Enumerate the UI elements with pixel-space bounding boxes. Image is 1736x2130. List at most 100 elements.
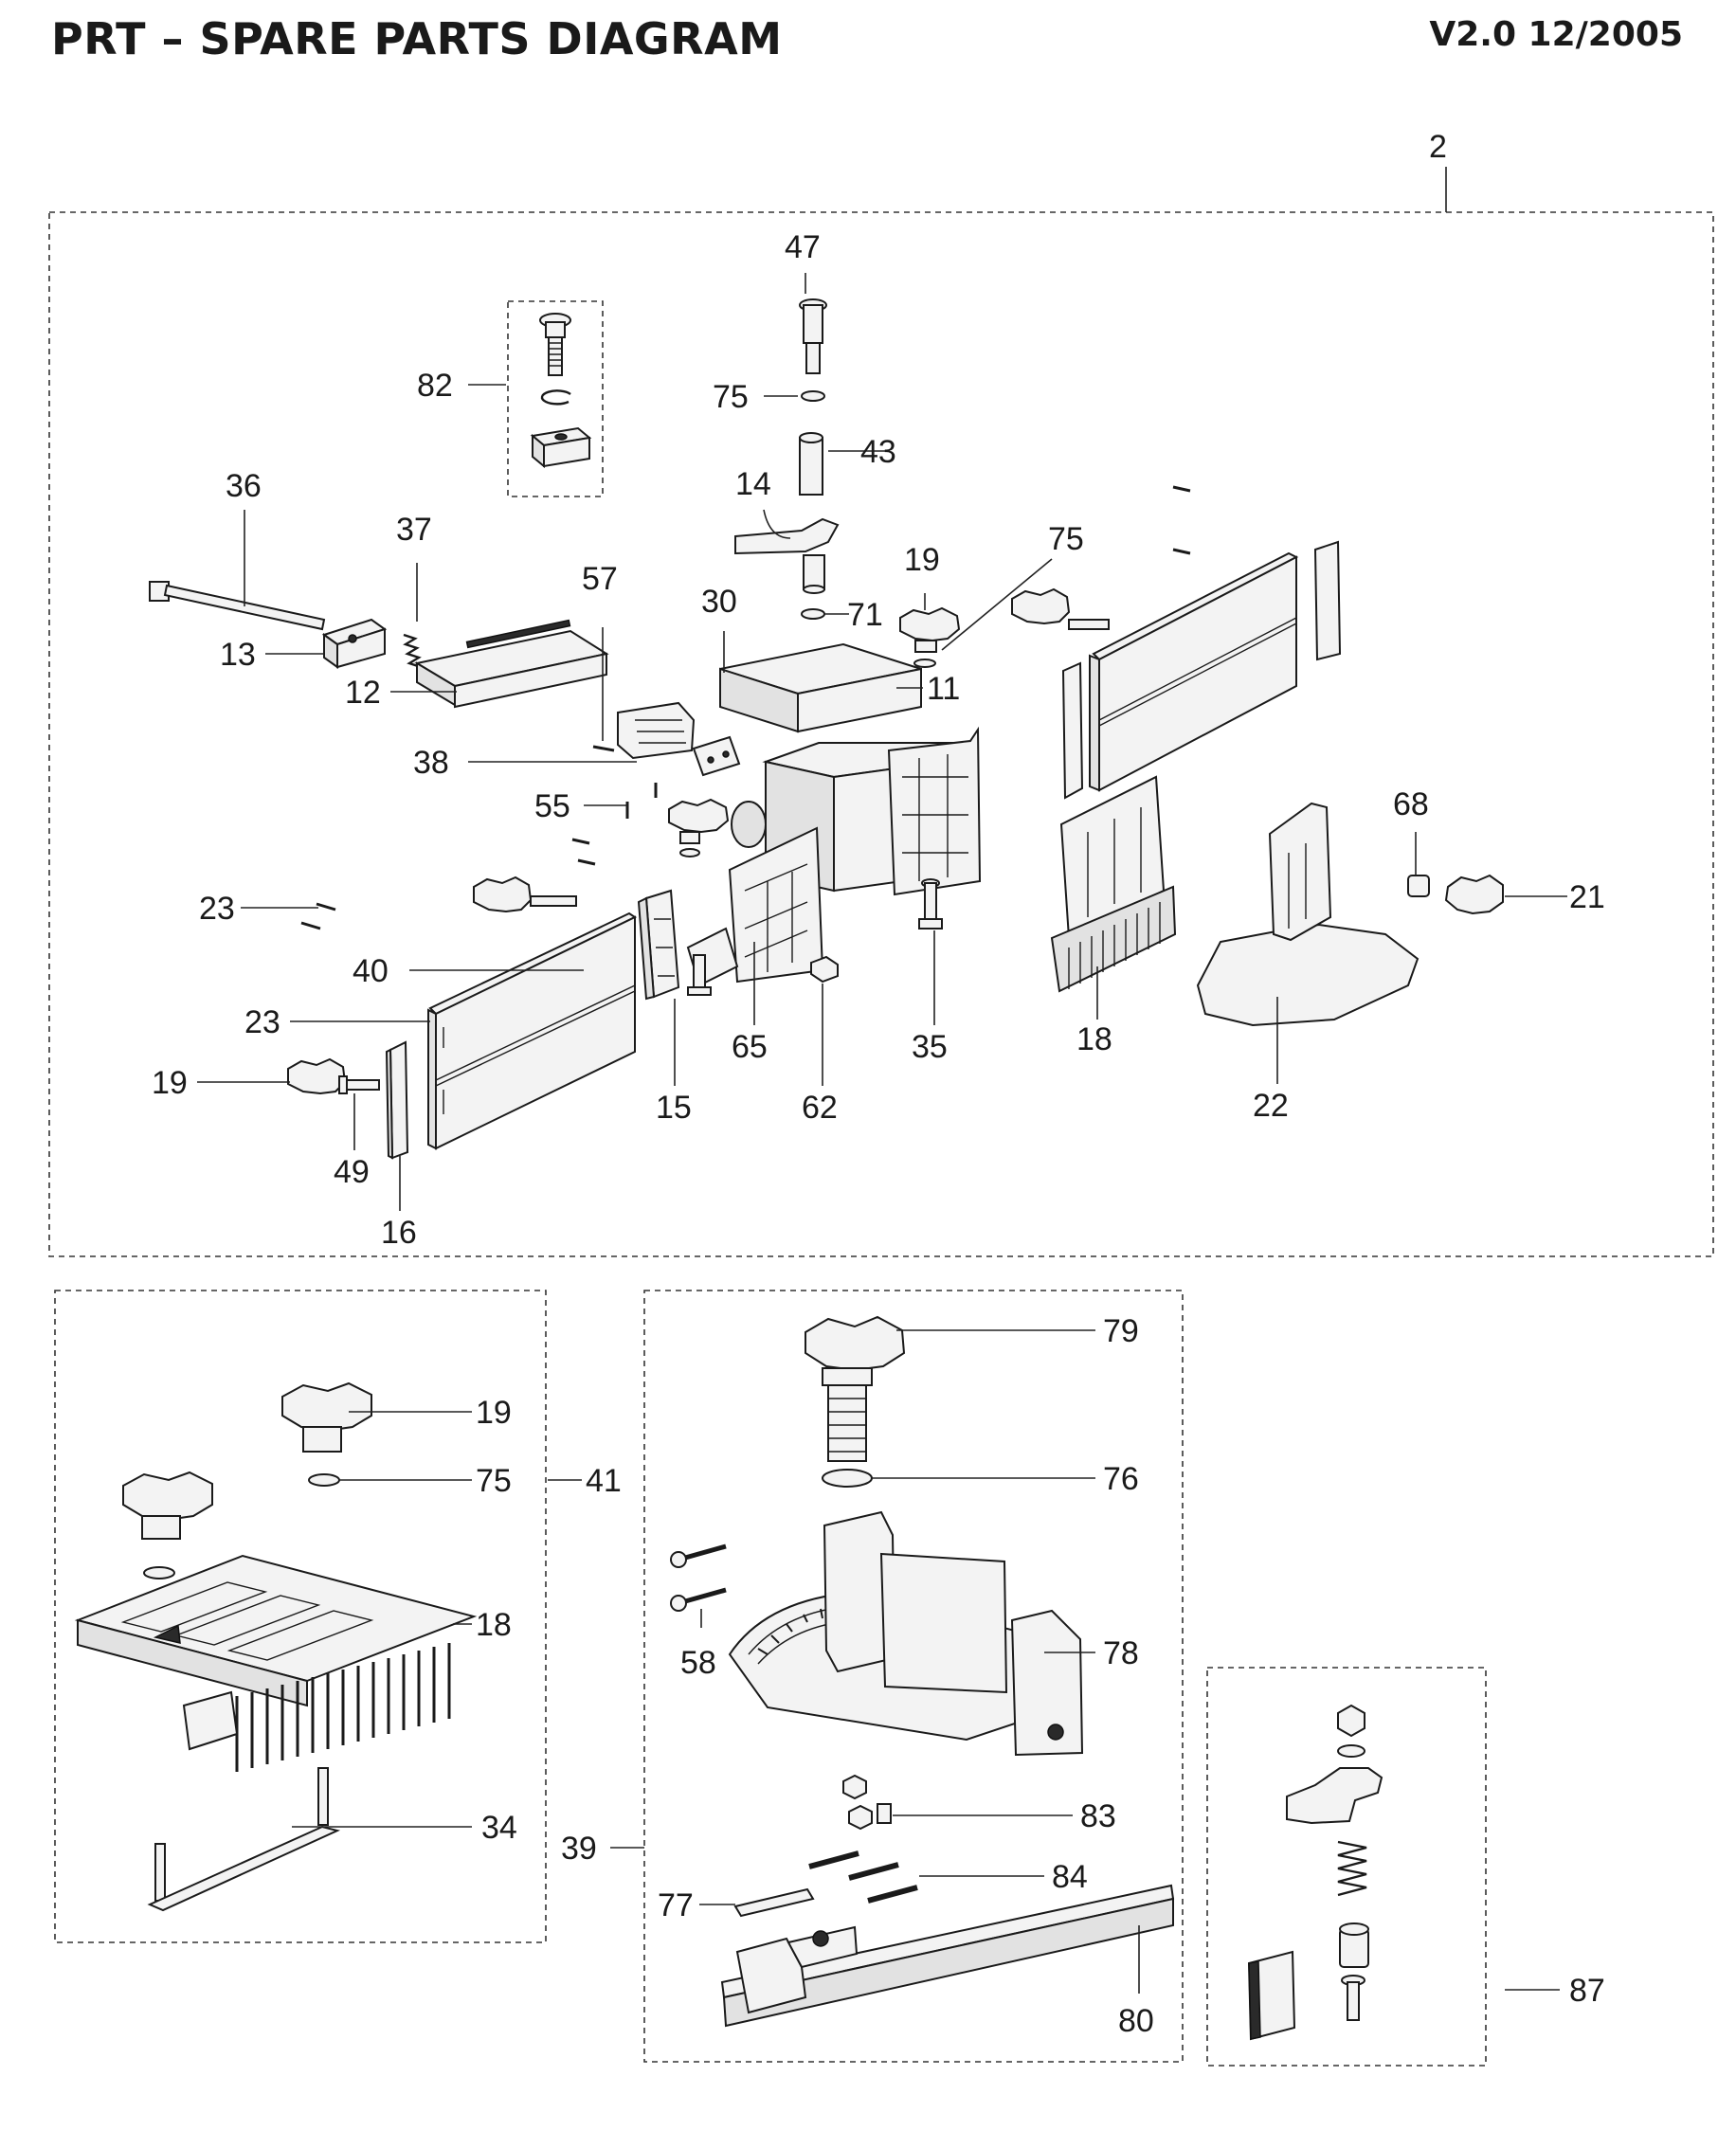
label-41: 41 <box>586 1463 622 1499</box>
version-date: V2.0 12/2005 <box>1429 15 1683 54</box>
part-62-nut <box>810 955 839 984</box>
part-18-featherboard <box>1050 775 1177 993</box>
part-87-label-strip <box>1247 1950 1296 2041</box>
label-65: 65 <box>732 1029 768 1065</box>
page-title: PRT – SPARE PARTS DIAGRAM <box>51 13 783 64</box>
leader-lines <box>197 167 1567 1994</box>
part-19-knob-fb <box>281 1381 372 1453</box>
label-47: 47 <box>785 229 821 265</box>
part-washer-center <box>679 848 700 857</box>
part-35-bolt <box>918 878 943 930</box>
label-34: 34 <box>481 1810 517 1846</box>
part-87-spring <box>1337 1840 1367 1897</box>
main-assembly-box <box>48 211 1714 1257</box>
label-75: 75 <box>476 1463 512 1499</box>
part-76-washer <box>822 1469 873 1488</box>
label-16: 16 <box>381 1215 417 1251</box>
part-82-clip <box>540 389 571 406</box>
label-76: 76 <box>1103 1461 1139 1497</box>
label-55: 55 <box>534 788 570 824</box>
label-13: 13 <box>220 637 256 673</box>
label-14: 14 <box>735 466 771 502</box>
label-57: 57 <box>582 561 618 597</box>
lock-kit-assembly-box <box>1206 1667 1487 2067</box>
part-fence-right-strip <box>1061 661 1084 800</box>
part-36-long-bolt <box>149 581 326 631</box>
part-80-bar <box>720 1884 1175 2028</box>
label-77: 77 <box>658 1887 694 1923</box>
part-79-knob <box>805 1315 906 1462</box>
label-40: 40 <box>353 953 389 989</box>
part-47-bolt <box>799 298 827 374</box>
miter-gauge-assembly-box <box>643 1290 1184 2063</box>
featherboard-assembly-box <box>54 1290 547 1943</box>
part-14-handle <box>734 517 840 594</box>
label-83: 83 <box>1080 1798 1116 1834</box>
part-15-slider <box>637 889 680 1001</box>
label-87: 87 <box>1569 1973 1605 2009</box>
part-37-spring <box>403 633 422 669</box>
label-80: 80 <box>1118 2003 1154 2039</box>
part-22-base <box>1196 802 1420 1027</box>
label-68: 68 <box>1393 786 1429 822</box>
part-87-bushing <box>1339 1922 1369 1968</box>
part-78-miter-head <box>728 1510 1084 1757</box>
label-36: 36 <box>226 468 262 504</box>
part-21-knob <box>1444 874 1504 915</box>
label-43: 43 <box>860 434 896 470</box>
part-19-knob-upper <box>899 606 961 653</box>
label-75: 75 <box>713 379 749 415</box>
label-19: 19 <box>904 542 940 578</box>
part-16-strip <box>385 1040 409 1160</box>
part-18-featherboard-fb <box>74 1554 478 1772</box>
part-34-rod <box>147 1767 341 1912</box>
label-23: 23 <box>199 891 235 927</box>
part-19-knob-left <box>287 1057 347 1095</box>
part-38-clamp <box>617 701 696 760</box>
part-knob-left-mid <box>473 875 577 913</box>
label-22: 22 <box>1253 1088 1289 1124</box>
label-75: 75 <box>1048 521 1084 557</box>
part-43-sleeve <box>799 432 823 496</box>
label-58: 58 <box>680 1645 716 1681</box>
label-18: 18 <box>476 1607 512 1643</box>
part-57-pin <box>592 745 615 752</box>
part-13-end-block <box>321 618 388 669</box>
part-screws-right-top <box>1172 485 1191 555</box>
part-23-screws <box>300 902 336 930</box>
label-79: 79 <box>1103 1313 1139 1349</box>
part-bolt-15 <box>687 954 712 996</box>
part-12-slide <box>414 619 609 709</box>
part-knob-right-top <box>1011 587 1110 630</box>
part-87-nut <box>1337 1704 1365 1738</box>
label-71: 71 <box>847 597 883 633</box>
part-82-nut-block <box>530 426 592 469</box>
part-fence-right <box>1089 540 1342 792</box>
label-2: 2 <box>1429 129 1447 165</box>
part-75-washer-top <box>801 390 825 402</box>
label-39: 39 <box>561 1831 597 1867</box>
label-49: 49 <box>334 1154 370 1190</box>
label-12: 12 <box>345 675 381 711</box>
part-screws-left <box>571 838 596 866</box>
label-23: 23 <box>244 1004 280 1040</box>
label-84: 84 <box>1052 1859 1088 1895</box>
part-65-housing <box>686 726 982 987</box>
part-labels: 2 47 75 82 43 36 14 37 57 30 19 75 71 13… <box>152 129 1605 2039</box>
part-68-spacer <box>1407 875 1430 897</box>
label-30: 30 <box>701 584 737 620</box>
part-71-washer <box>801 608 825 620</box>
label-38: 38 <box>413 745 449 781</box>
part-knob-fb-left <box>122 1471 213 1540</box>
label-62: 62 <box>802 1090 838 1126</box>
part-49-bolt <box>338 1075 380 1094</box>
label-35: 35 <box>912 1029 948 1065</box>
label-37: 37 <box>396 512 432 548</box>
part-87-lever <box>1286 1767 1383 1825</box>
label-18: 18 <box>1076 1021 1112 1057</box>
part-spacer-block <box>692 735 741 777</box>
part-84-screws <box>808 1850 918 1904</box>
part-82-kit-box <box>507 300 604 497</box>
part-83-nuts <box>842 1774 892 1831</box>
